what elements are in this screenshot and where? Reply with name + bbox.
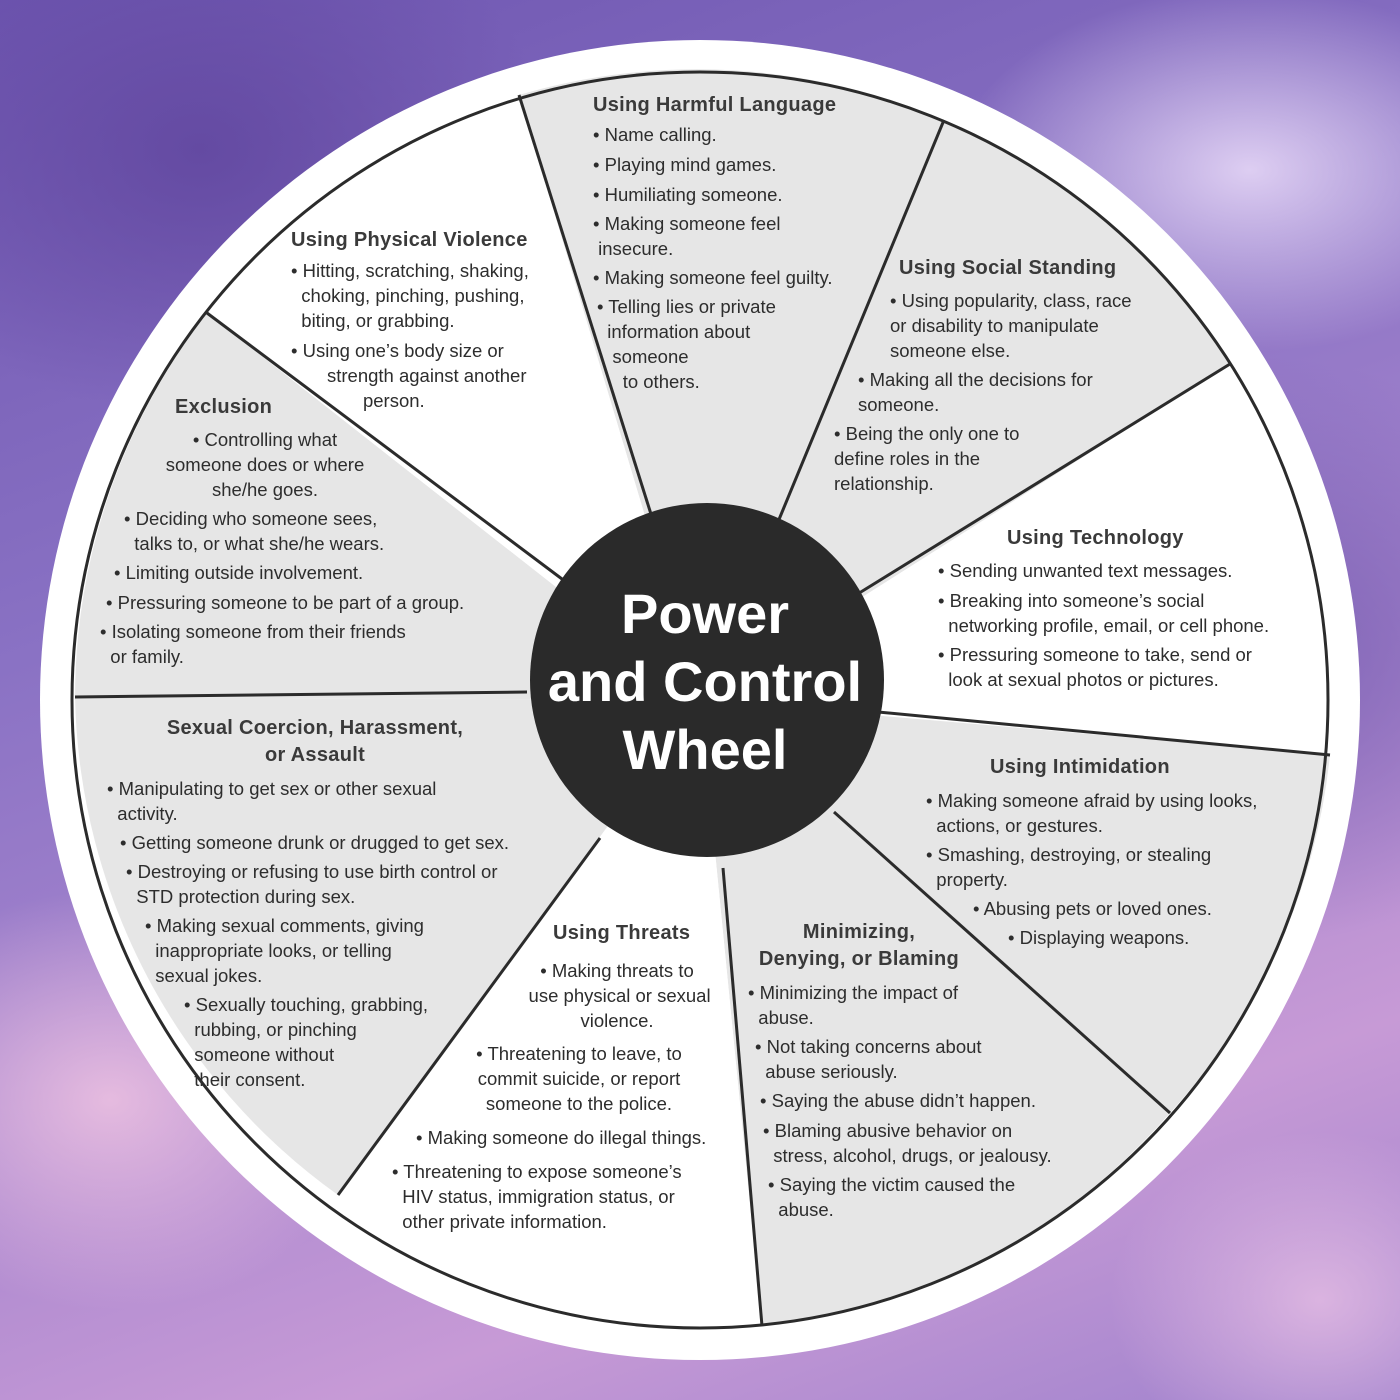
list-item: • Deciding who someone sees, talks to, o…: [124, 508, 385, 554]
list-item: • Breaking into someone’s social network…: [938, 590, 1270, 636]
list-item: • Limiting outside involvement.: [114, 562, 364, 583]
list-item: • Manipulating to get sex or other sexua…: [107, 778, 437, 824]
wheel-divider: [517, 94, 658, 531]
list-item: • Not taking concerns about abuse seriou…: [755, 1036, 982, 1082]
list-item: • Playing mind games.: [593, 154, 777, 175]
list-item: • Destroying or refusing to use birth co…: [126, 861, 498, 907]
list-item: • Making all the decisions for someone.: [858, 369, 1093, 415]
list-item: • Threatening to expose someone’s HIV st…: [392, 1161, 682, 1232]
section-heading-harmful-language: Using Harmful Language: [593, 94, 837, 116]
list-item: • Making sexual comments, giving inappro…: [145, 915, 424, 986]
wheel-divider: [832, 810, 1172, 1115]
section-heading-technology: Using Technology: [1007, 527, 1184, 549]
wheel-slice-minimizing: [700, 700, 1170, 1326]
list-item: • Hitting, scratching, shaking, choking,…: [291, 260, 529, 331]
list-item: • Abusing pets or loved ones.: [973, 898, 1212, 919]
list-item: • Telling lies or private information ab…: [597, 296, 776, 392]
list-item: • Making someone afraid by using looks, …: [926, 790, 1258, 836]
list-item: • Sending unwanted text messages.: [938, 560, 1233, 581]
list-item: • Making threats to use physical or sexu…: [528, 960, 711, 1031]
wheel-slice-harmful-language: [519, 69, 944, 701]
wheel-slice-sexual-coercion: [75, 697, 700, 1195]
section-heading-intimidation: Using Intimidation: [990, 756, 1170, 778]
list-item: • Controlling what someone does or where…: [165, 429, 365, 500]
list-item: • Making someone feel insecure.: [593, 213, 781, 259]
wheel-slice-exclusion: [75, 313, 700, 700]
list-item: • Isolating someone from their friends o…: [100, 621, 406, 667]
list-item: • Blaming abusive behavior on stress, al…: [763, 1120, 1052, 1166]
list-item: • Using popularity, class, race or disab…: [890, 290, 1132, 361]
list-item: • Minimizing the impact of abuse.: [748, 982, 959, 1028]
wheel-title-line-3: Wheel: [622, 718, 788, 781]
list-item: • Saying the abuse didn’t happen.: [760, 1090, 1036, 1111]
wheel-title-line-1: Power: [620, 582, 790, 645]
list-item: • Displaying weapons.: [1008, 927, 1190, 948]
wheel-slice-threats: [338, 700, 762, 1328]
wheel-outline: [70, 70, 1330, 1330]
list-item: • Threatening to leave, to commit suicid…: [476, 1043, 682, 1114]
list-item: • Making someone do illegal things.: [416, 1127, 707, 1148]
section-heading-sexual-coercion: Sexual Coercion, Harassment, or Assault: [166, 717, 464, 766]
wheel-divider: [877, 710, 1331, 757]
section-heading-social-standing: Using Social Standing: [899, 257, 1117, 279]
list-item: • Sexually touching, grabbing, rubbing, …: [184, 994, 429, 1090]
list-item: • Pressuring someone to take, send or lo…: [938, 644, 1252, 690]
list-item: • Humiliating someone.: [593, 184, 783, 205]
list-item: • Smashing, destroying, or stealing prop…: [926, 844, 1212, 890]
wheel-slice-physical-violence: [207, 95, 700, 700]
list-item: • Getting someone drunk or drugged to ge…: [120, 832, 510, 853]
section-heading-physical-violence: Using Physical Violence: [291, 229, 528, 251]
wheel-title-line-2: and Control: [547, 650, 863, 713]
list-item: • Making someone feel guilty.: [593, 267, 833, 288]
wheel-center: [530, 503, 884, 857]
wheel-slice-social-standing: [700, 120, 1230, 700]
list-item: • Being the only one to define roles in …: [834, 423, 1020, 494]
wheel-divider: [206, 311, 567, 584]
section-heading-threats: Using Threats: [553, 922, 691, 944]
list-item: • Using one’s body size or strength agai…: [291, 340, 527, 411]
wheel-divider: [74, 690, 528, 699]
wheel-divider: [721, 867, 764, 1327]
wheel-divider: [336, 837, 602, 1196]
wheel-divider: [855, 362, 1231, 597]
wheel-slice-intimidation: [700, 700, 1330, 1113]
list-item: • Saying the victim caused the abuse.: [768, 1174, 1016, 1220]
list-item: • Name calling.: [593, 124, 717, 145]
section-heading-exclusion: Exclusion: [175, 396, 273, 418]
section-heading-minimizing: Minimizing, Denying, or Blaming: [758, 921, 960, 970]
wheel-divider: [771, 119, 946, 535]
list-item: • Pressuring someone to be part of a gro…: [106, 592, 465, 613]
